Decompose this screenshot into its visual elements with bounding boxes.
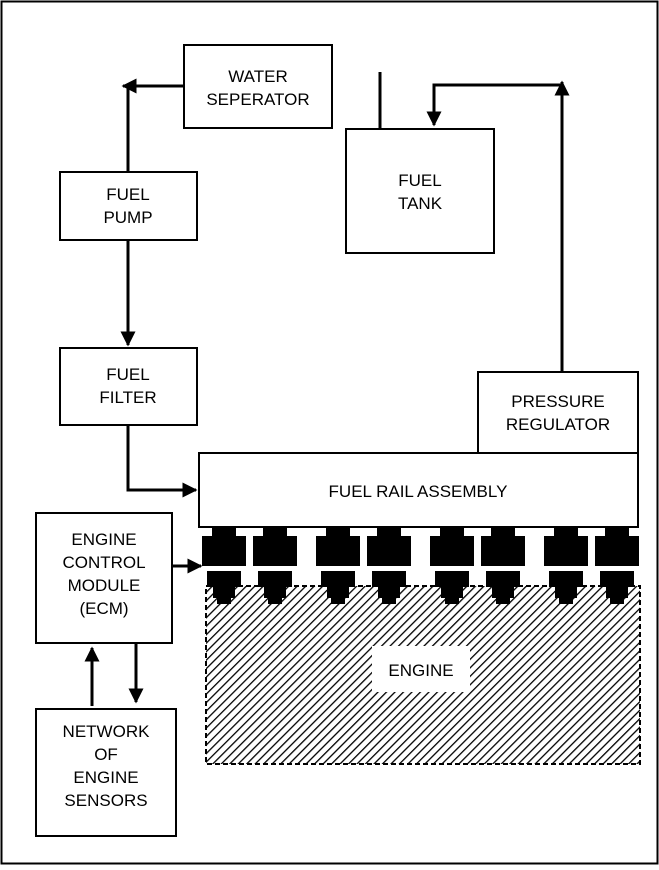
fuel-injector bbox=[253, 528, 297, 604]
fuel-tank-line2: TANK bbox=[398, 194, 443, 213]
line-return-to-tank bbox=[426, 83, 564, 127]
pressure-regulator-line2: REGULATOR bbox=[506, 415, 610, 434]
fuel-injector bbox=[481, 528, 525, 604]
sensors-line2: OF bbox=[94, 745, 118, 764]
ecm-box: ENGINE CONTROL MODULE (ECM) bbox=[35, 512, 173, 644]
engine-block bbox=[205, 585, 641, 765]
fuel-rail-box: FUEL RAIL ASSEMBLY bbox=[198, 452, 639, 528]
sensors-box: NETWORK OF ENGINE SENSORS bbox=[35, 708, 177, 837]
sensors-line3: ENGINE bbox=[73, 768, 138, 787]
fuel-injector bbox=[367, 528, 411, 604]
flow-lines bbox=[84, 72, 570, 706]
fuel-injector bbox=[202, 528, 246, 604]
ecm-line4: (ECM) bbox=[79, 599, 128, 618]
ecm-line3: MODULE bbox=[68, 576, 141, 595]
engine-label: ENGINE bbox=[388, 661, 453, 680]
fuel-pump-line2: PUMP bbox=[103, 208, 152, 227]
water-separator-line1: WATER bbox=[228, 67, 288, 86]
fuel-pump-line1: FUEL bbox=[106, 185, 149, 204]
fuel-injector bbox=[544, 528, 588, 604]
pressure-regulator-line1: PRESSURE bbox=[511, 392, 605, 411]
fuel-filter-line1: FUEL bbox=[106, 365, 149, 384]
fuel-pump-box: FUEL PUMP bbox=[59, 171, 198, 241]
fuel-injector bbox=[595, 528, 639, 604]
ecm-line1: ENGINE bbox=[71, 530, 136, 549]
line-separator-to-pump bbox=[126, 84, 184, 172]
water-separator-box: WATER SEPERATOR bbox=[183, 44, 333, 129]
fuel-filter-line2: FILTER bbox=[99, 388, 156, 407]
fuel-tank-box: FUEL TANK bbox=[345, 128, 495, 254]
fuel-rail-label: FUEL RAIL ASSEMBLY bbox=[329, 482, 508, 501]
fuel-filter-box: FUEL FILTER bbox=[59, 347, 198, 426]
fuel-tank-line1: FUEL bbox=[398, 171, 441, 190]
ecm-line2: CONTROL bbox=[62, 553, 145, 572]
sensors-line1: NETWORK bbox=[63, 722, 151, 741]
fuel-injector bbox=[316, 528, 360, 604]
injector-group bbox=[202, 528, 639, 604]
fuel-injector bbox=[430, 528, 474, 604]
line-filter-to-rail bbox=[126, 425, 198, 498]
water-separator-line2: SEPERATOR bbox=[206, 90, 309, 109]
sensors-line4: SENSORS bbox=[64, 791, 147, 810]
engine-label-bg bbox=[372, 646, 470, 692]
pressure-regulator-box: PRESSURE REGULATOR bbox=[477, 371, 639, 454]
